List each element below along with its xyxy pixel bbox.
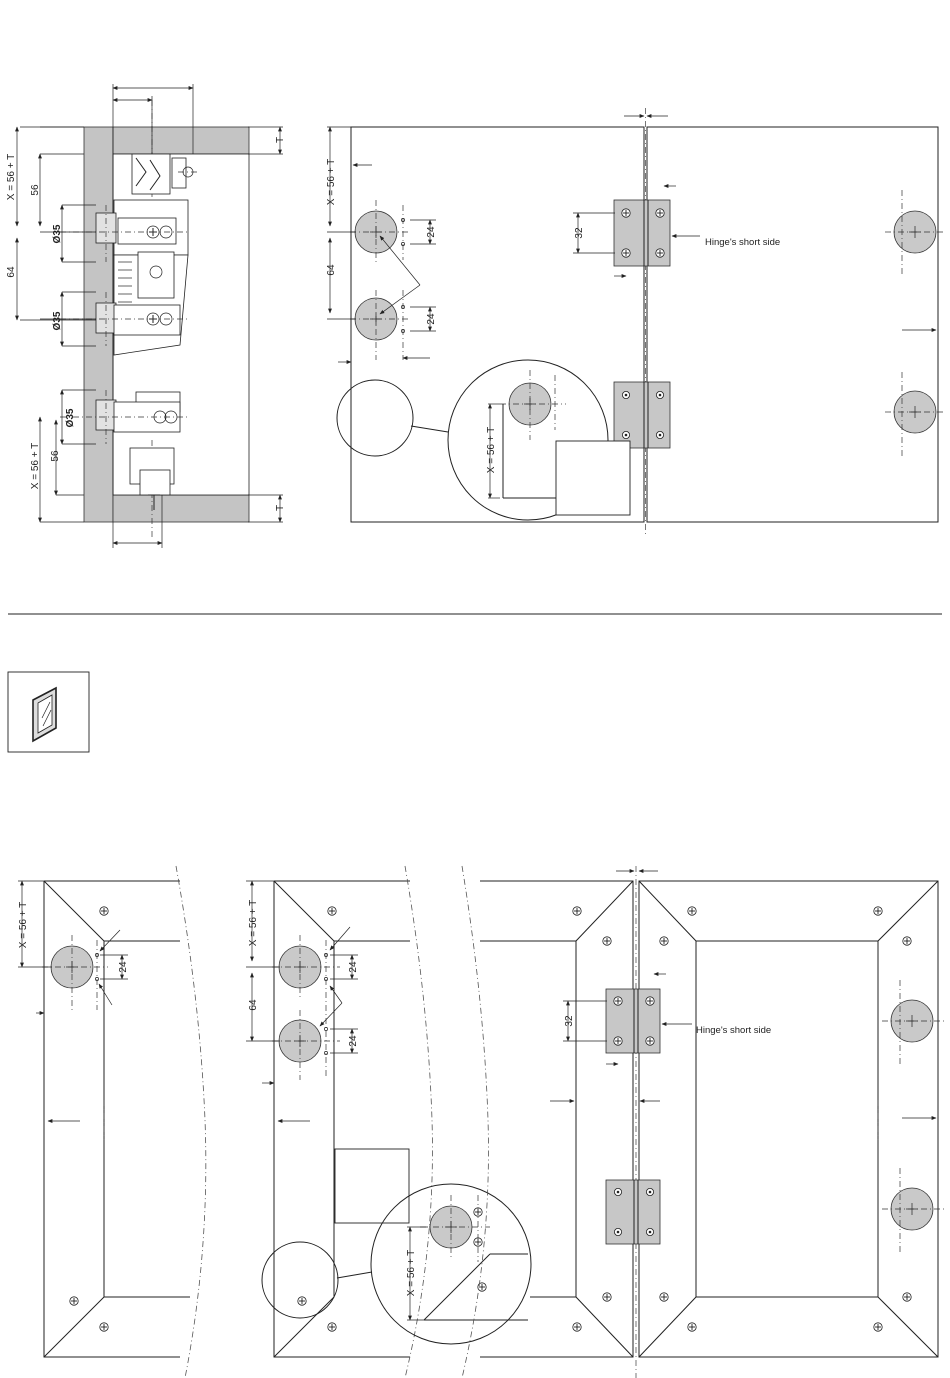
dim-t-label: T (275, 137, 286, 143)
x-formula-label: X = 56 + T (6, 154, 17, 201)
dim-56-label: 56 (50, 450, 61, 462)
dim-64-label: 64 (6, 266, 17, 278)
glass-door-single-hinge: X = 56 + T 24 (18, 866, 206, 1378)
glass-door-double-hinge: X = 56 + T 64 24 24 X = 56 + T (246, 866, 531, 1378)
x-formula-label: X = 56 + T (486, 427, 497, 474)
dim-32-label: 32 (574, 227, 585, 239)
x-formula-label: X = 56 + T (248, 900, 259, 947)
glass-door-pair-hinged: 32 Hinge's short side (462, 866, 945, 1378)
dim-64-label: 64 (248, 999, 259, 1011)
hinge-short-side-label: Hinge's short side (705, 237, 780, 248)
dia-35-label: Ø35 (52, 224, 63, 243)
dim-24-label: 24 (348, 961, 359, 973)
dim-24-label: 24 (426, 313, 437, 325)
dia-35-label: Ø35 (52, 311, 63, 330)
dia-35-label: Ø35 (65, 408, 76, 427)
dim-64-label: 64 (326, 264, 337, 276)
dim-24-label: 24 (118, 961, 129, 973)
glass-door-icon (8, 672, 89, 752)
dim-24-label: 24 (348, 1035, 359, 1047)
x-formula-label: X = 56 + T (406, 1250, 417, 1297)
door-pair-front-view: X = 56 + T 64 24 24 32 Hinge's short sid… (326, 108, 945, 535)
x-formula-label: X = 56 + T (326, 159, 337, 206)
dim-32-label: 32 (564, 1015, 575, 1027)
dim-56-label: 56 (30, 184, 41, 196)
dim-24-label: 24 (426, 226, 437, 238)
x-formula-label: X = 56 + T (18, 902, 29, 949)
x-formula-label: X = 56 + T (30, 443, 41, 490)
dim-t-label: T (275, 505, 286, 511)
hinge-short-side-label: Hinge's short side (696, 1025, 771, 1036)
